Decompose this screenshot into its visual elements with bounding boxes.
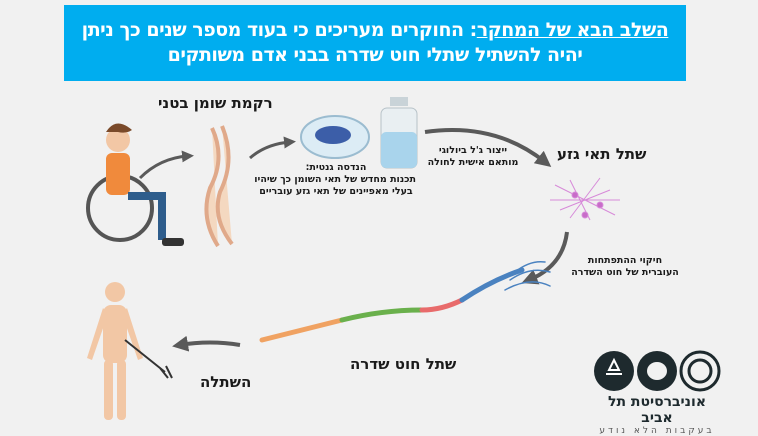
logo-name: אוניברסיטת תל אביב bbox=[607, 394, 707, 426]
label-stem-implant: שתל תאי גזע bbox=[557, 145, 647, 163]
banner-title-rest: : החוקרים מעריכים כי בעוד מספר שנים כך נ… bbox=[81, 19, 478, 41]
fat-tissue-icon bbox=[204, 125, 234, 248]
header-banner: השלב הבא של המחקר: החוקרים מעריכים כי בע… bbox=[64, 5, 686, 81]
gel-line1: ייצור ג'ל ביולוגי bbox=[438, 145, 508, 156]
stem-cell-network-icon bbox=[550, 177, 620, 221]
arrow-2 bbox=[249, 136, 296, 160]
logo-tagline: בעקבות הלא נודע bbox=[599, 426, 715, 436]
mimic-line2: העוברית של חוט השדרה bbox=[571, 267, 679, 278]
label-genetic-engineering: הנדסה גנטית: תכנות מחדש של תאי השומן כך … bbox=[254, 162, 416, 198]
spinal-cord-implant-icon bbox=[259, 260, 551, 343]
label-transplant: השתלה bbox=[200, 373, 252, 391]
label-gel: ייצור ג'ל ביולוגי מותאם אישית לחולה bbox=[425, 145, 521, 169]
banner-title-underlined: השלב הבא של המחקר bbox=[476, 19, 669, 41]
human-body-icon bbox=[87, 282, 143, 420]
banner-line2: יהיה להשתיל שתלי חוט שדרה בבני אדם משותק… bbox=[167, 44, 583, 66]
genetic-line1: תכנות מחדש של תאי השומן כך שיהיו bbox=[254, 174, 416, 185]
genetic-line2: בעלי מאפיינים של תאי גזע עובריים bbox=[259, 186, 413, 197]
patient-wheelchair-icon bbox=[86, 123, 184, 246]
arrow-4 bbox=[521, 231, 569, 285]
tau-logo-icon bbox=[594, 350, 721, 392]
gel-line2: מותאם אישית לחולה bbox=[427, 157, 519, 168]
logo-text: אוניברסיטת תל אביב בעקבות הלא נודע bbox=[594, 394, 720, 436]
mimic-line1: חיקוי ההתפתחות bbox=[587, 255, 663, 266]
bottle-icon bbox=[380, 97, 418, 169]
arrow-1 bbox=[138, 150, 194, 180]
genetic-title: הנדסה גנטית: bbox=[305, 162, 367, 173]
label-spinal-implant: שתל חוט שדרה bbox=[350, 355, 457, 373]
forceps-icon bbox=[124, 339, 173, 379]
label-fat-tissue: רקמת שומן בטני bbox=[158, 94, 273, 112]
arrow-5 bbox=[172, 335, 241, 352]
label-mimic: חיקוי ההתפתחות העוברית של חוט השדרה bbox=[560, 255, 690, 279]
arrow-3 bbox=[424, 128, 552, 167]
petri-dish-icon bbox=[300, 115, 370, 159]
